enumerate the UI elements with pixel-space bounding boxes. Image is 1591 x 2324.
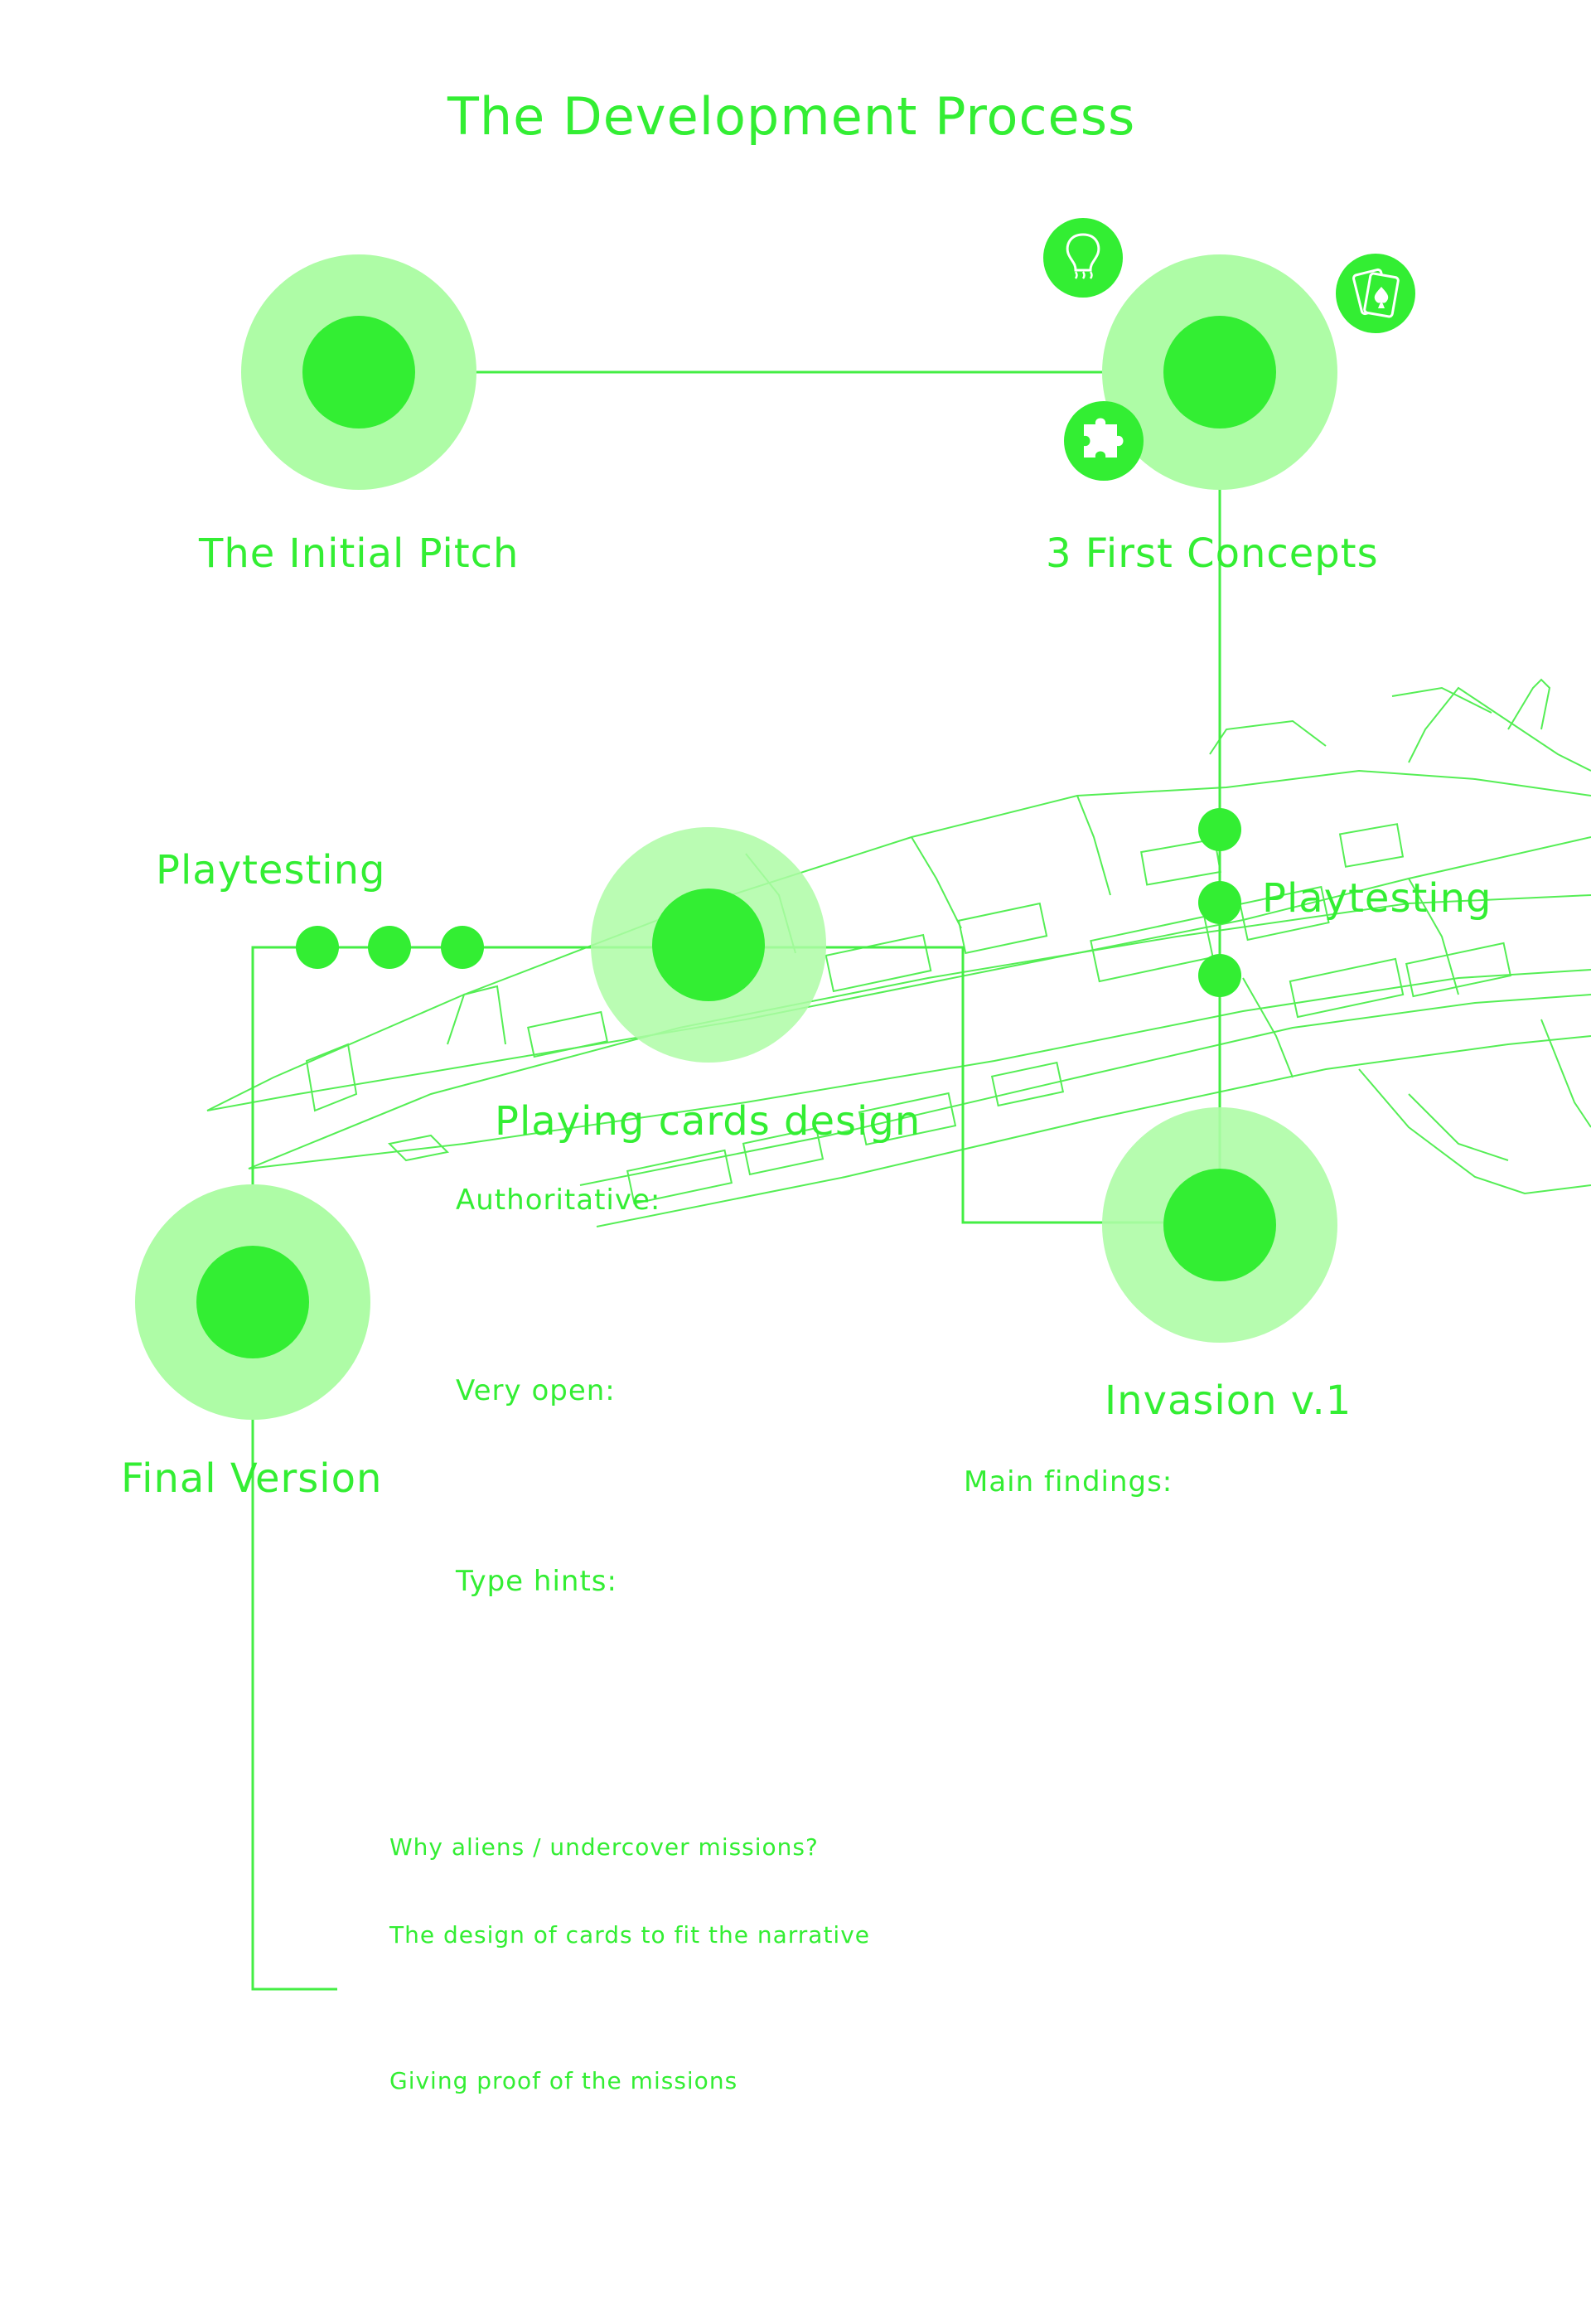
node-final-version xyxy=(135,1184,370,1420)
connector-lines xyxy=(251,370,1221,1991)
playtesting-dots-right xyxy=(1198,808,1241,997)
stage-label-first-concepts: 3 First Concepts xyxy=(1046,530,1379,577)
node-first-concepts xyxy=(1102,254,1337,490)
card-design-note-type-hints: Type hints: xyxy=(456,1565,617,1598)
page-title: The Development Process xyxy=(447,86,1136,147)
stage-label-initial-pitch: The Initial Pitch xyxy=(199,530,520,577)
playtesting-dots-left xyxy=(296,926,484,969)
node-initial-pitch xyxy=(241,254,476,490)
invasion-note-findings: Main findings: xyxy=(964,1465,1173,1498)
final-note-proof: Giving proof of the missions xyxy=(389,2067,738,2094)
final-note-aliens: Why aliens / undercover missions? xyxy=(389,1833,819,1861)
stage-label-invasion: Invasion v.1 xyxy=(1105,1377,1352,1424)
node-invasion xyxy=(1102,1107,1337,1343)
aircraft-sketch xyxy=(206,678,1591,1227)
invasion-to-cards-line xyxy=(708,946,1220,1224)
card-design-note-very-open: Very open: xyxy=(456,1374,616,1407)
playtesting-label-left: Playtesting xyxy=(156,847,386,893)
final-note-card-design: The design of cards to fit the narrative xyxy=(389,1921,871,1949)
playing-card-icon xyxy=(1336,254,1415,333)
stage-label-final: Final Version xyxy=(121,1455,383,1502)
stage-label-card-design: Playing cards design xyxy=(495,1098,921,1145)
card-design-note-authoritative: Authoritative: xyxy=(456,1184,661,1217)
lightbulb-icon xyxy=(1043,218,1123,298)
playtesting-label-right: Playtesting xyxy=(1262,875,1492,922)
node-card-design xyxy=(591,827,826,1063)
puzzle-piece-icon xyxy=(1064,401,1144,481)
